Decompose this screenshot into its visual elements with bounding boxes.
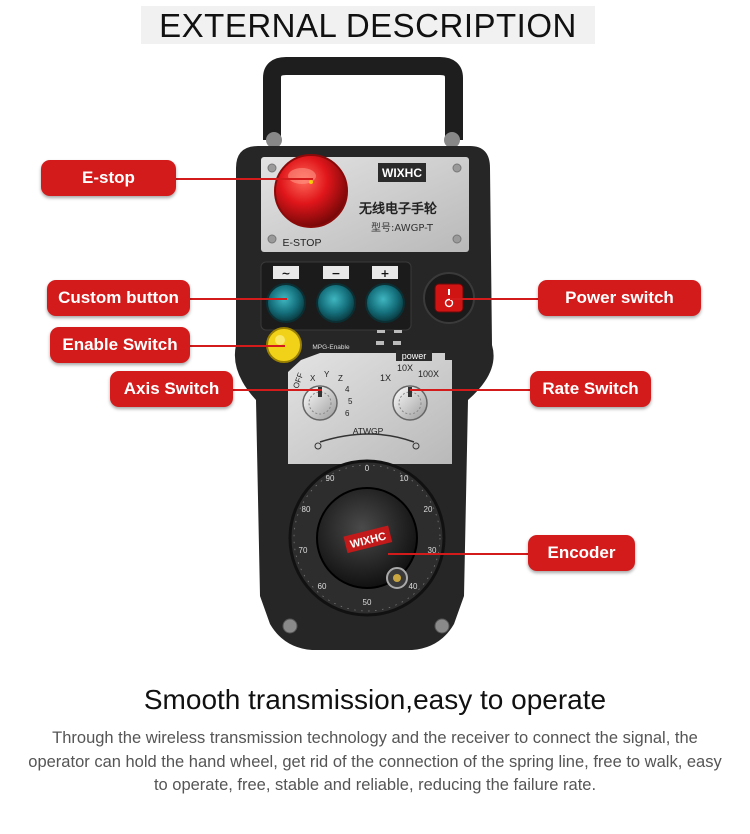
dial-number-20: 20 — [424, 505, 433, 514]
axis-mark-y: Y — [324, 370, 330, 379]
rate-switch-knob — [392, 385, 428, 421]
page-title: EXTERNAL DESCRIPTION — [141, 6, 595, 44]
device-model: 型号:AWGP-T — [371, 221, 434, 234]
section-headline: Smooth transmission,easy to operate — [143, 684, 607, 715]
key-label-plate-1 — [273, 266, 299, 279]
leader-line-power-switch — [450, 298, 540, 300]
callout-axis-switch: Axis Switch — [110, 371, 233, 407]
axis-mark-5: 5 — [348, 397, 353, 406]
encoder-logo-badge — [343, 525, 393, 554]
custom-button-2 — [316, 283, 356, 323]
dial-number-30: 30 — [428, 546, 437, 555]
key-symbol-wave: ∼ — [281, 267, 290, 280]
rate-mark-1x: 1X — [380, 373, 391, 383]
leader-line-estop — [175, 178, 313, 180]
key-label-plate-2 — [323, 266, 349, 279]
estop-button — [274, 154, 348, 228]
callout-estop: E-stop — [41, 160, 176, 196]
mpg-enable-text: MPG-Enable — [312, 344, 350, 351]
axis-switch-knob — [302, 385, 338, 421]
leader-line-axis-switch — [232, 389, 322, 391]
handwheel-device-illustration: WIXHC 无线电子手轮 型号:AWGP-T E-STOP ∼ − + MPG-… — [234, 57, 494, 650]
leader-line-enable-switch — [190, 345, 285, 347]
dial-number-70: 70 — [299, 546, 308, 555]
key-symbol-plus: + — [380, 267, 389, 280]
custom-button-1 — [266, 283, 306, 323]
key-label-plate-3 — [372, 266, 398, 279]
leader-line-custom-button — [190, 298, 287, 300]
carry-handle — [263, 57, 463, 140]
device-chinese-name: 无线电子手轮 — [358, 201, 437, 217]
section-description: Through the wireless transmission techno… — [28, 729, 722, 794]
callout-enable-switch: Enable Switch — [50, 327, 190, 363]
dial-number-90: 90 — [326, 474, 335, 483]
dial-number-0: 0 — [365, 464, 370, 473]
dial-number-80: 80 — [302, 505, 311, 514]
axis-mark-x: X — [310, 374, 316, 383]
axis-mark-6: 6 — [345, 409, 350, 418]
rate-mark-10x: 10X — [397, 363, 413, 373]
axis-mark-z: Z — [338, 374, 343, 383]
callout-encoder: Encoder — [528, 535, 635, 571]
dial-number-60: 60 — [318, 582, 327, 591]
leader-line-encoder — [388, 553, 530, 555]
panel-name: ATWGP — [353, 426, 384, 436]
callout-rate-switch: Rate Switch — [530, 371, 651, 407]
brand-logo-badge — [378, 163, 426, 182]
axis-mark-4: 4 — [345, 385, 350, 394]
dial-number-10: 10 — [400, 474, 409, 483]
brand-logo: WIXHC — [382, 166, 422, 180]
rate-mark-100x: 100X — [418, 369, 439, 379]
dial-number-40: 40 — [409, 582, 418, 591]
power-text: power — [402, 351, 427, 361]
custom-button-3 — [365, 283, 405, 323]
callout-power-switch: Power switch — [538, 280, 701, 316]
dial-number-50: 50 — [363, 598, 372, 607]
leader-line-rate-switch — [410, 389, 532, 391]
callout-custom-button: Custom button — [47, 280, 190, 316]
estop-text: E-STOP — [283, 237, 322, 249]
key-symbol-minus: − — [331, 267, 340, 280]
lower-plate — [288, 353, 452, 464]
